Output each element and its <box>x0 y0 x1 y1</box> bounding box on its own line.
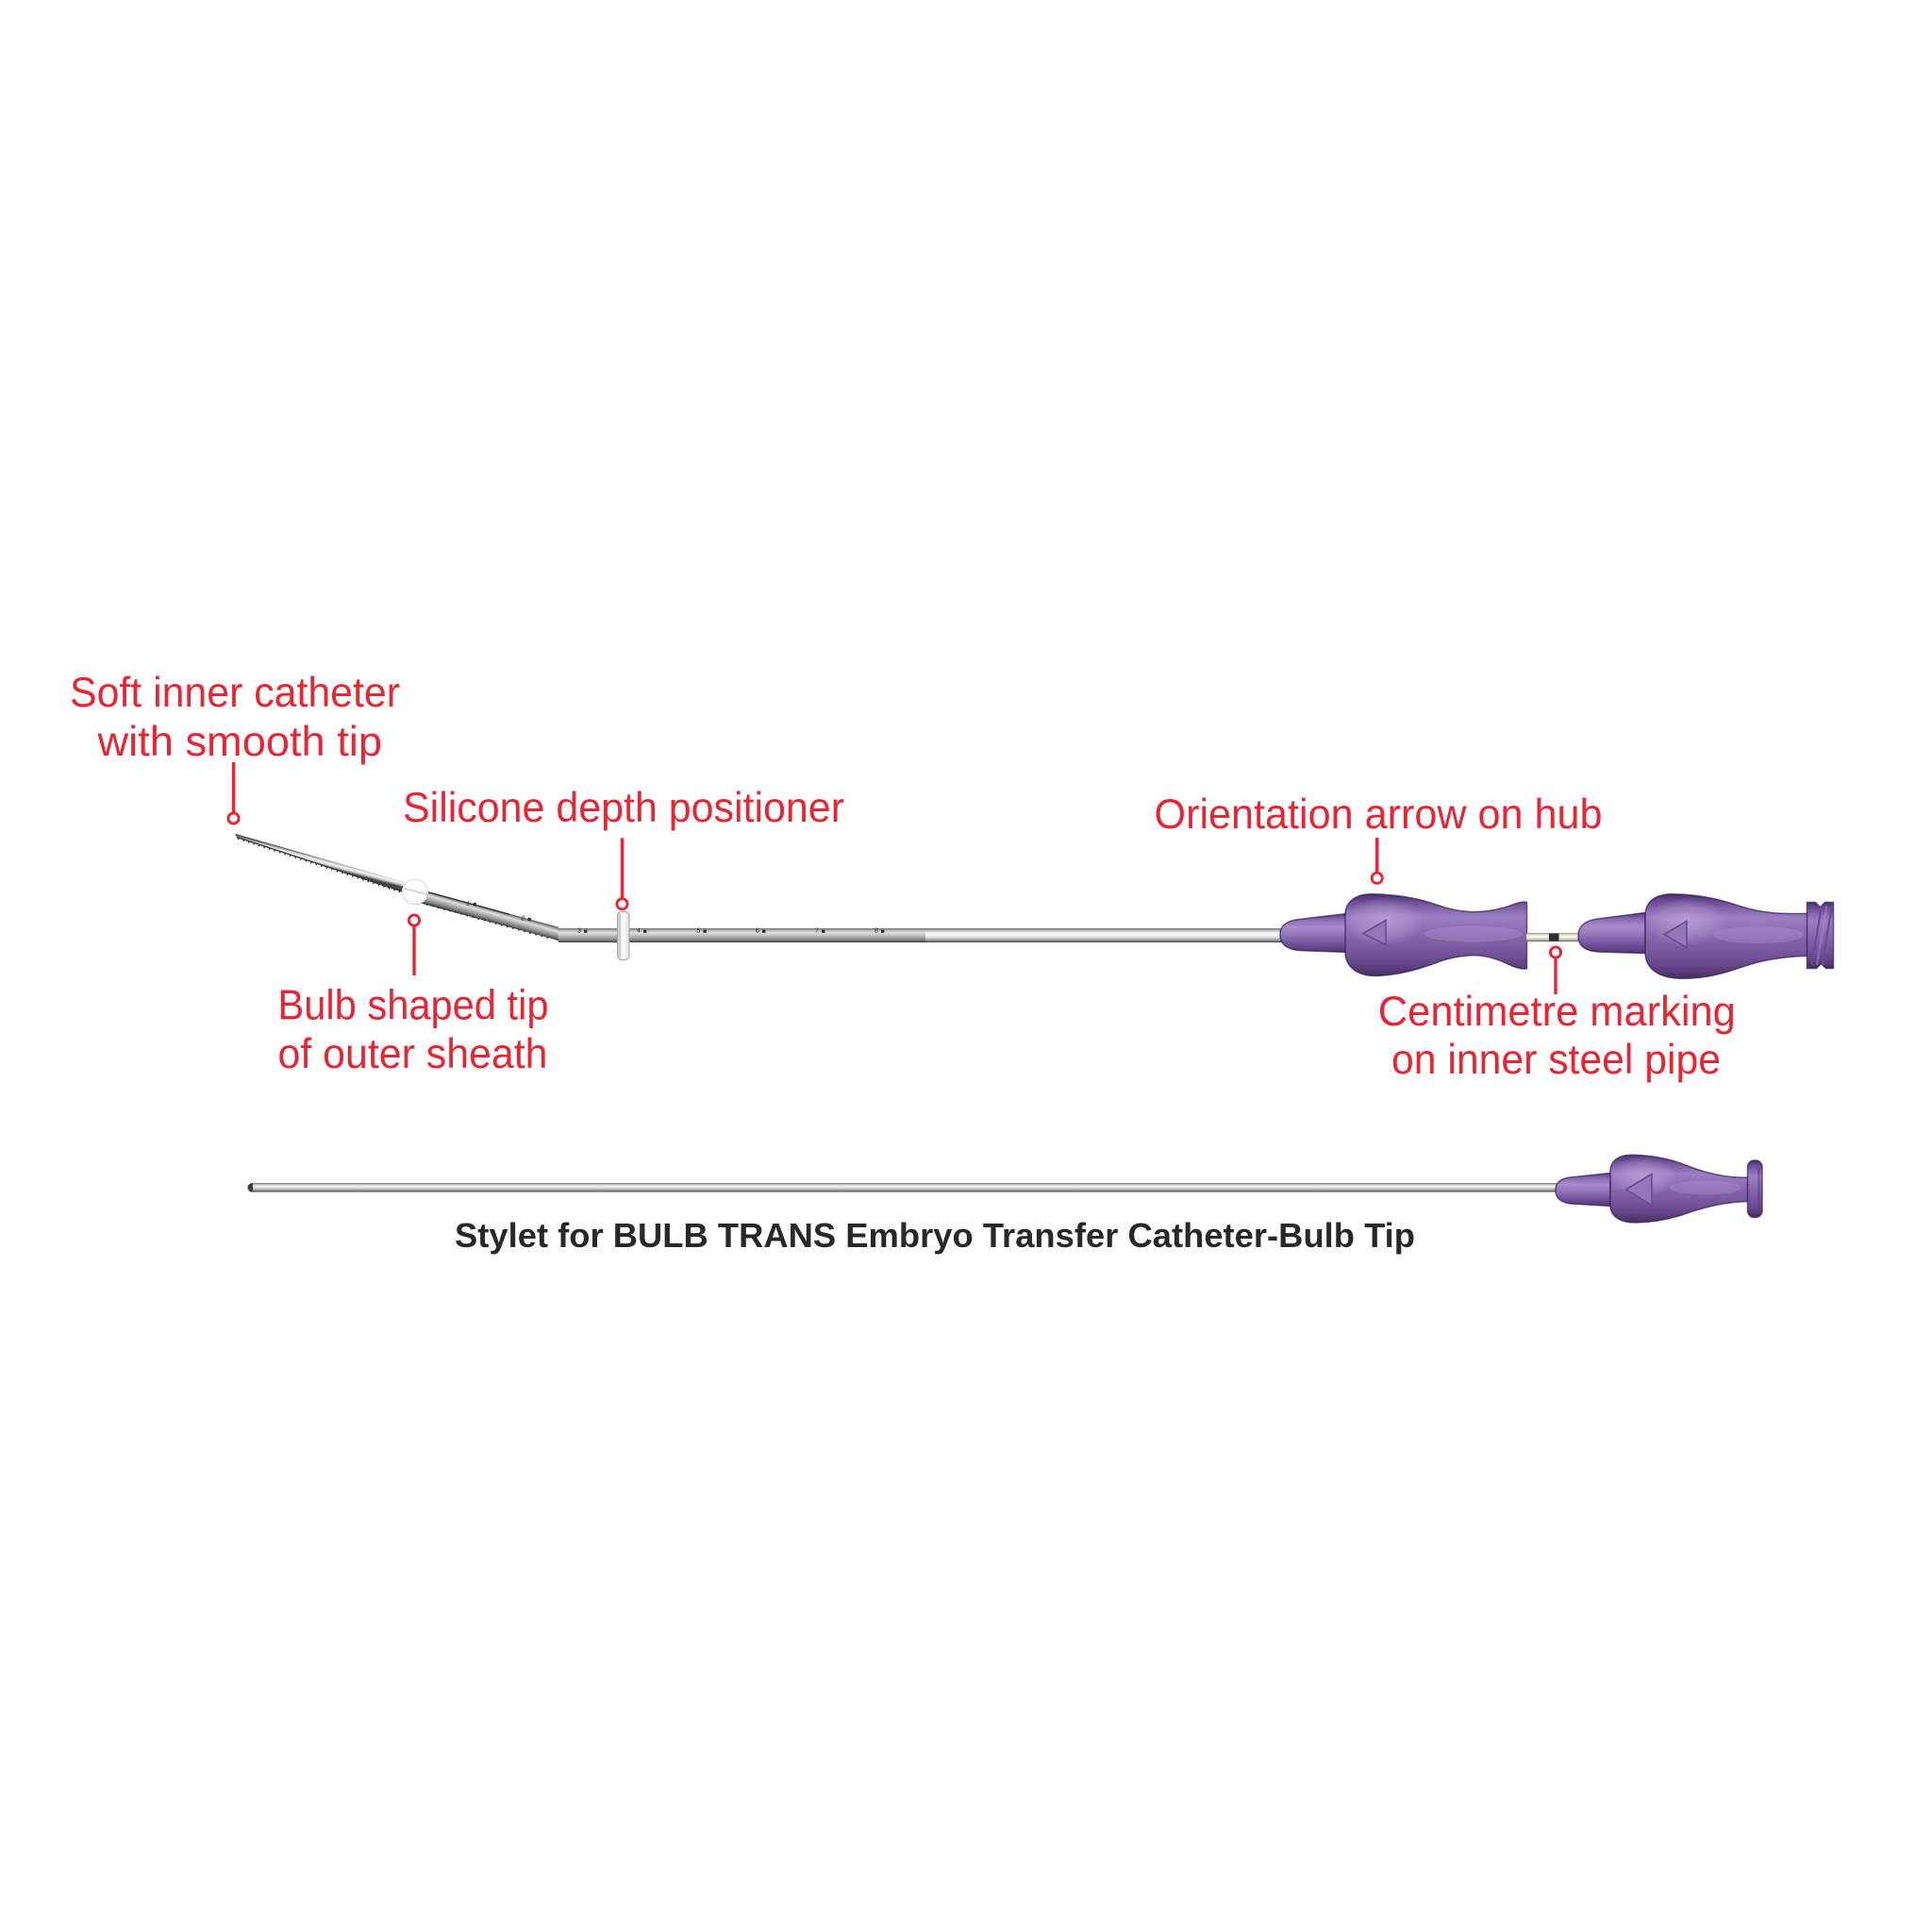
svg-text:Orientation arrow on hub: Orientation arrow on hub <box>1155 791 1603 838</box>
svg-text:Centimetre marking: Centimetre marking <box>1378 989 1736 1035</box>
svg-text:8: 8 <box>874 927 878 934</box>
svg-text:2: 2 <box>520 915 525 923</box>
svg-text:5: 5 <box>697 927 701 934</box>
svg-text:Silicone depth positioner: Silicone depth positioner <box>403 785 844 831</box>
svg-text:Soft inner catheter: Soft inner catheter <box>70 670 400 716</box>
svg-text:on inner steel pipe: on inner steel pipe <box>1391 1037 1721 1083</box>
svg-text:Bulb shaped tip: Bulb shaped tip <box>278 983 549 1029</box>
svg-text:of outer sheath: of outer sheath <box>278 1031 548 1077</box>
svg-text:4: 4 <box>637 927 641 934</box>
svg-text:with smooth tip: with smooth tip <box>96 719 382 765</box>
svg-text:1: 1 <box>465 901 471 908</box>
svg-text:Stylet for BULB TRANS Embryo T: Stylet for BULB TRANS Embryo Transfer Ca… <box>455 1216 1415 1255</box>
svg-text:3: 3 <box>577 927 581 934</box>
svg-text:7: 7 <box>815 927 819 934</box>
svg-text:6: 6 <box>756 927 759 934</box>
